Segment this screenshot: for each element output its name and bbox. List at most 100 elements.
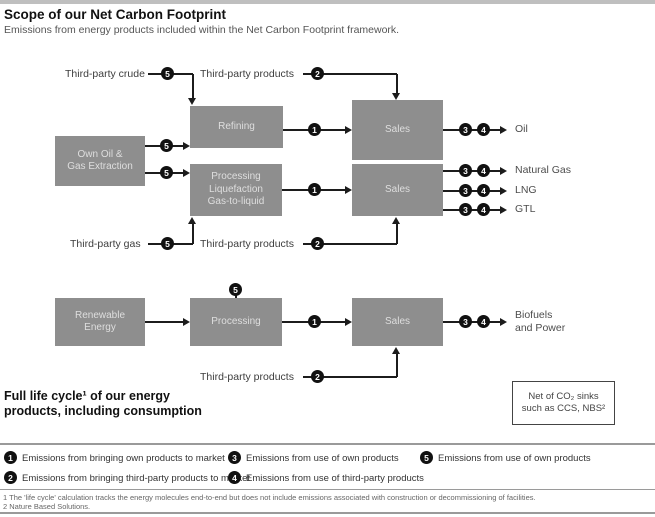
- badge-2: 2: [311, 370, 324, 383]
- label-oil: Oil: [515, 123, 528, 135]
- box-renewable-line2: Energy: [84, 322, 116, 333]
- box-sales-label: Sales: [384, 123, 410, 135]
- arrow-up-icon: [188, 217, 196, 224]
- box-processing-renewable: Processing: [190, 298, 282, 346]
- arrow-down-icon: [392, 93, 400, 100]
- badge-5: 5: [160, 139, 173, 152]
- box-renewable-line1: Renewable: [74, 309, 126, 321]
- badge-3: 3: [459, 123, 472, 136]
- label-third-party-products-mid: Third-party products: [200, 238, 294, 250]
- badge-4: 4: [477, 315, 490, 328]
- badge-4: 4: [477, 184, 490, 197]
- badge-1: 1: [308, 183, 321, 196]
- box-sales-renewable: Sales: [352, 298, 443, 346]
- box-sales-label: Sales: [384, 183, 410, 195]
- arrow-right-icon: [345, 185, 352, 194]
- box-sales-label: Sales: [384, 315, 410, 327]
- badge-1: 1: [308, 123, 321, 136]
- badge-5: 5: [160, 166, 173, 179]
- badge-5: 5: [161, 237, 174, 250]
- label-lng: LNG: [515, 184, 537, 196]
- arrow-right-icon: [500, 186, 507, 195]
- legend-badge-3: 3: [228, 451, 241, 464]
- flow-line: [396, 354, 398, 377]
- bottom-rule: [0, 512, 655, 514]
- badge-3: 3: [459, 203, 472, 216]
- flow-line: [235, 295, 237, 300]
- arrow-right-icon: [500, 125, 507, 134]
- arrow-down-icon: [188, 98, 196, 105]
- flow-line: [192, 74, 194, 98]
- flow-line: [192, 224, 194, 244]
- page-title: Scope of our Net Carbon Footprint: [4, 7, 226, 22]
- label-third-party-gas: Third-party gas: [70, 238, 141, 250]
- co2-sinks-note-line1: Net of CO₂ sinks: [528, 391, 599, 402]
- legend-badge-4: 4: [228, 471, 241, 484]
- badge-3: 3: [459, 184, 472, 197]
- box-refining-label: Refining: [218, 120, 255, 132]
- arrow-right-icon: [183, 168, 190, 177]
- flow-line: [396, 74, 398, 94]
- badge-5: 5: [229, 283, 242, 296]
- label-biofuels-line2: and Power: [515, 322, 566, 334]
- badge-4: 4: [477, 164, 490, 177]
- box-own-extraction-line1: Own Oil &: [77, 148, 123, 160]
- legend-item-4: Emissions from use of third-party produc…: [246, 473, 424, 484]
- flow-line: [303, 376, 397, 378]
- legend-item-5: Emissions from use of own products: [438, 453, 591, 464]
- box-processing-gas: Processing Liquefaction Gas-to-liquid: [190, 164, 282, 216]
- legend-item-2: Emissions from bringing third-party prod…: [22, 473, 251, 484]
- flow-line: [396, 224, 398, 244]
- label-natural-gas: Natural Gas: [515, 164, 572, 176]
- box-own-extraction: Own Oil & Gas Extraction: [55, 136, 145, 186]
- legend-item-1: Emissions from bringing own products to …: [22, 453, 225, 464]
- box-own-extraction-line2: Gas Extraction: [67, 161, 133, 172]
- box-processing-gas-line1: Processing: [211, 171, 261, 183]
- lifecycle-statement-line2: products, including consumption: [4, 404, 202, 418]
- footnote-2: 2 Nature Based Solutions.: [3, 502, 91, 511]
- arrow-right-icon: [500, 166, 507, 175]
- legend-badge-5: 5: [420, 451, 433, 464]
- badge-1: 1: [308, 315, 321, 328]
- badge-2: 2: [311, 237, 324, 250]
- badge-4: 4: [477, 203, 490, 216]
- arrow-up-icon: [392, 217, 400, 224]
- badge-5: 5: [161, 67, 174, 80]
- arrow-right-icon: [183, 141, 190, 150]
- box-sales-oil: Sales: [352, 100, 443, 160]
- arrow-right-icon: [345, 125, 352, 134]
- footnote-divider: [0, 489, 655, 490]
- footnote-1: 1 The 'life cycle' calculation tracks th…: [3, 493, 536, 502]
- box-processing-gas-line3: Gas-to-liquid: [207, 196, 265, 208]
- label-biofuels-power: Biofuels and Power: [515, 309, 565, 335]
- box-refining: Refining: [190, 106, 283, 148]
- flow-line: [303, 243, 397, 245]
- badge-4: 4: [477, 123, 490, 136]
- badge-3: 3: [459, 164, 472, 177]
- box-processing-renewable-label: Processing: [211, 315, 261, 327]
- box-sales-gas: Sales: [352, 164, 443, 216]
- legend-badge-2: 2: [4, 471, 17, 484]
- label-biofuels-line1: Biofuels: [515, 309, 553, 321]
- legend-item-3: Emissions from use of own products: [246, 453, 399, 464]
- page-subtitle: Emissions from energy products included …: [4, 24, 400, 36]
- legend-badge-1: 1: [4, 451, 17, 464]
- lifecycle-statement-line1: Full life cycle¹ of our energy: [4, 389, 171, 403]
- arrow-right-icon: [345, 317, 352, 326]
- label-third-party-products-bottom: Third-party products: [200, 371, 294, 383]
- badge-3: 3: [459, 315, 472, 328]
- box-renewable-energy: Renewable Energy: [55, 298, 145, 346]
- label-third-party-crude: Third-party crude: [65, 68, 145, 80]
- box-processing-gas-line2: Liquefaction: [209, 183, 263, 195]
- co2-sinks-note-box: Net of CO₂ sinks such as CCS, NBS²: [512, 381, 615, 425]
- arrow-right-icon: [183, 317, 190, 326]
- label-third-party-products-top: Third-party products: [200, 68, 294, 80]
- top-rule: [0, 0, 655, 4]
- co2-sinks-note-line2: such as CCS, NBS²: [521, 403, 606, 414]
- arrow-right-icon: [500, 317, 507, 326]
- legend-divider: [0, 443, 655, 445]
- arrow-right-icon: [500, 205, 507, 214]
- flow-line: [303, 73, 397, 75]
- arrow-up-icon: [392, 347, 400, 354]
